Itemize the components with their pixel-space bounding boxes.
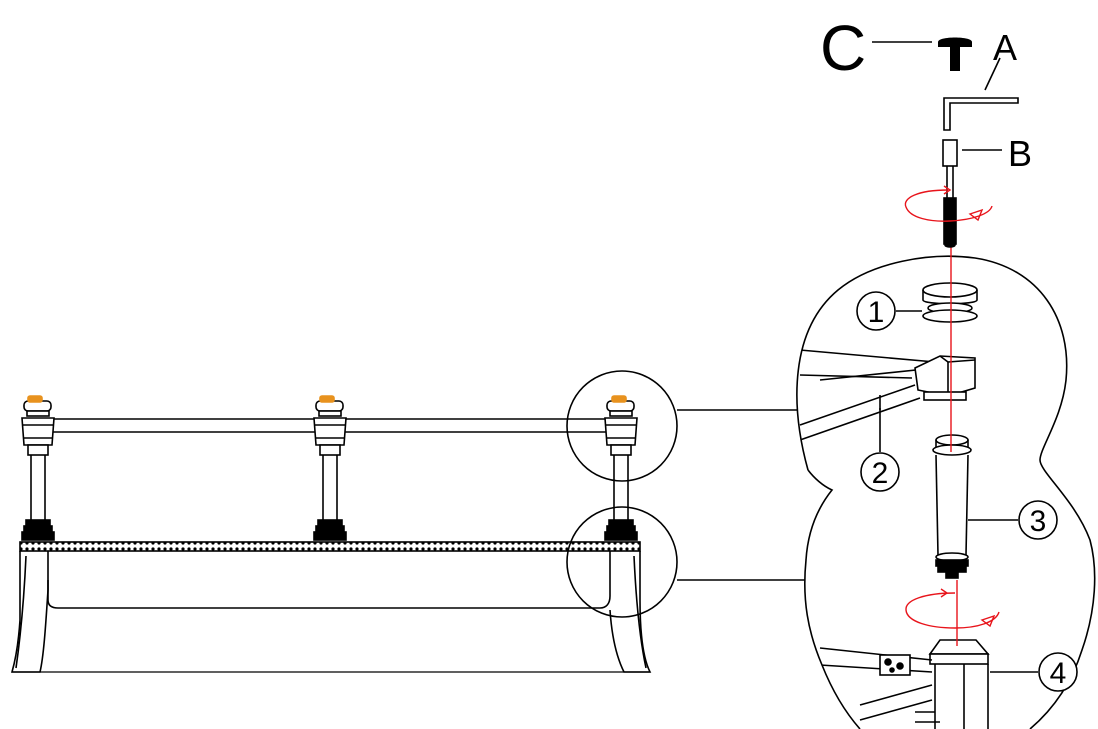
seat-base [10, 551, 652, 673]
beaded-rail [19, 541, 641, 552]
label-leaders [872, 41, 1038, 673]
rail-bracket [914, 355, 976, 401]
label-b: B [1008, 133, 1032, 174]
post-left [21, 395, 55, 541]
post-right [604, 395, 638, 541]
allen-key-icon [943, 97, 1019, 131]
callout-4-number: 4 [1050, 657, 1067, 690]
base-bracket-part-4 [819, 639, 990, 729]
detail-circle-top [566, 370, 678, 482]
label-a: A [993, 27, 1017, 68]
spindle-part-3 [932, 434, 972, 579]
callout-2-number: 2 [872, 457, 889, 490]
callout-3-number: 3 [1030, 505, 1047, 538]
post-middle [313, 395, 347, 541]
callout-1-number: 1 [868, 296, 885, 329]
callout-2: 2 [860, 452, 900, 492]
callout-3: 3 [1018, 500, 1058, 540]
label-c: C [820, 12, 866, 84]
frame-overview [10, 370, 822, 673]
callout-1: 1 [856, 291, 896, 331]
cap-bolt-icon [938, 37, 972, 71]
ring-part-1 [922, 282, 978, 323]
callout-4: 4 [1038, 652, 1078, 692]
detail-circle-bottom [566, 506, 678, 618]
rotation-arrow-icon [904, 185, 1000, 629]
detail-lens [796, 255, 1096, 729]
